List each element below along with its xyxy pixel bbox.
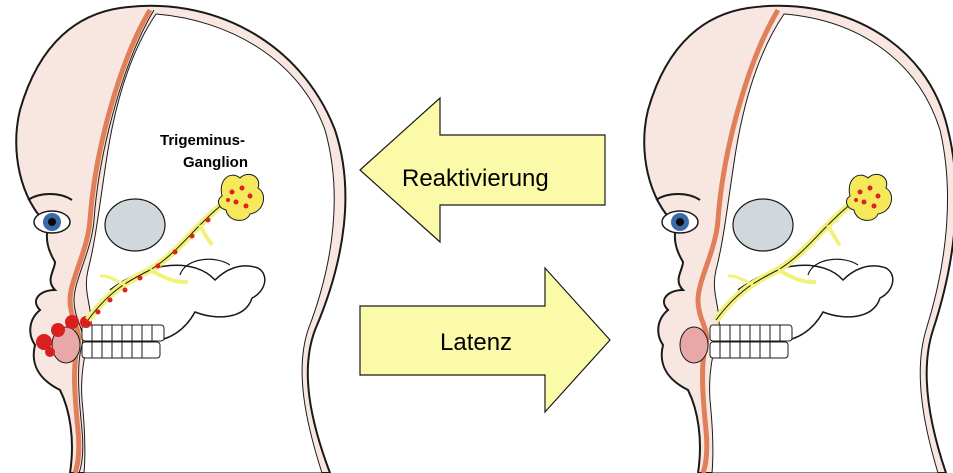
teeth-right xyxy=(710,325,792,358)
head-left: Trigeminus- Ganglion xyxy=(16,6,345,473)
head-right xyxy=(644,6,953,473)
latency-arrow: Latenz xyxy=(360,268,610,412)
reactivation-arrow: Reaktivierung xyxy=(360,98,605,242)
lips-right xyxy=(680,327,708,363)
sinus-right xyxy=(733,199,793,251)
sinus-left xyxy=(105,199,165,251)
ganglion-label-line1: Trigeminus- xyxy=(160,132,245,149)
reactivation-label: Reaktivierung xyxy=(402,165,549,192)
teeth-left xyxy=(82,325,164,358)
ganglion-label-line2: Ganglion xyxy=(183,154,248,171)
latency-label: Latenz xyxy=(440,329,512,356)
